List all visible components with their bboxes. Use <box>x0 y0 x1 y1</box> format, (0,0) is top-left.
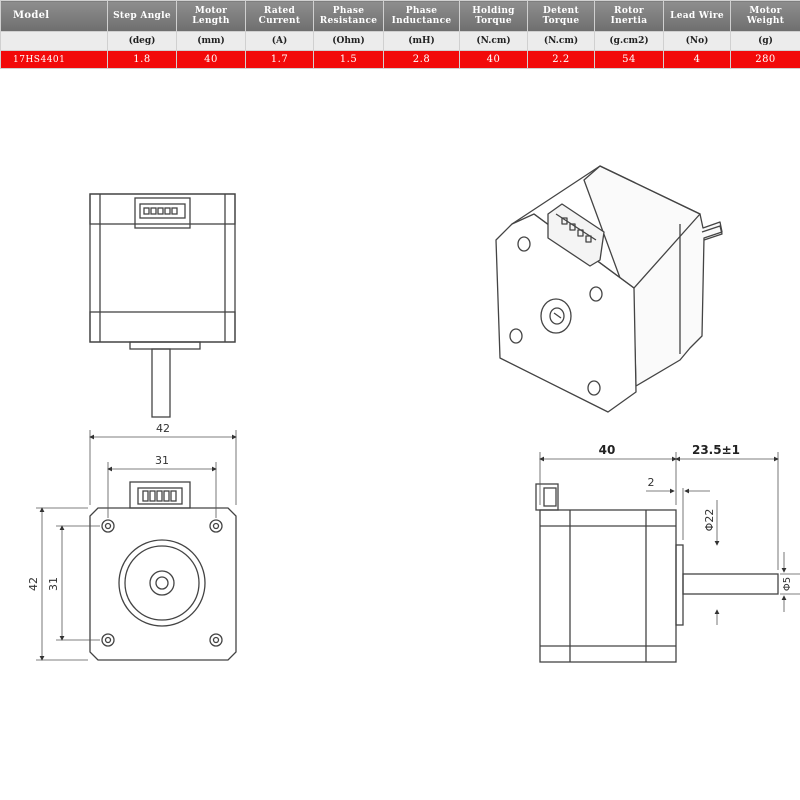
dim-side-body-length: 40 <box>599 443 616 457</box>
value-lead-wire: 4 <box>663 50 731 69</box>
motor-side-view-drawing: 40 23.5±1 2 Φ22 Φ5 <box>535 443 800 663</box>
header-model: Model <box>0 0 108 32</box>
dim-front-hole-spacing: 31 <box>155 454 169 467</box>
unit-phase-resistance: (Ohm) <box>313 31 384 51</box>
dim-side-boss-diameter: Φ22 <box>703 509 716 532</box>
dim-front-hole-spacing-vertical: 31 <box>47 577 60 591</box>
value-holding-torque: 40 <box>459 50 528 69</box>
value-rated-current: 1.7 <box>245 50 314 69</box>
dim-front-width: 42 <box>156 422 170 435</box>
spec-values-row: 17HS4401 1.8 40 1.7 1.5 2.8 40 2.2 54 4 … <box>0 50 800 69</box>
value-motor-length: 40 <box>176 50 246 69</box>
value-model: 17HS4401 <box>0 50 108 69</box>
dim-side-shaft-diameter: Φ5 <box>782 577 793 591</box>
dim-front-height: 42 <box>27 577 40 591</box>
value-rotor-inertia: 54 <box>594 50 664 69</box>
value-phase-resistance: 1.5 <box>313 50 384 69</box>
dim-side-shaft-length: 23.5±1 <box>692 443 740 457</box>
value-motor-weight: 280 <box>730 50 800 69</box>
motor-isometric-drawing <box>495 165 723 413</box>
motor-top-view-drawing <box>89 193 236 418</box>
unit-model <box>0 31 108 51</box>
unit-detent-torque: (N.cm) <box>527 31 595 51</box>
unit-phase-inductance: (mH) <box>383 31 460 51</box>
motor-front-view-drawing: 42 31 42 31 <box>27 422 237 661</box>
unit-motor-weight: (g) <box>730 31 800 51</box>
unit-step-angle: (deg) <box>107 31 177 51</box>
value-detent-torque: 2.2 <box>527 50 595 69</box>
value-step-angle: 1.8 <box>107 50 177 69</box>
header-lead-wire: Lead Wire <box>663 0 731 32</box>
value-phase-inductance: 2.8 <box>383 50 460 69</box>
dim-side-boss-depth: 2 <box>648 476 655 489</box>
